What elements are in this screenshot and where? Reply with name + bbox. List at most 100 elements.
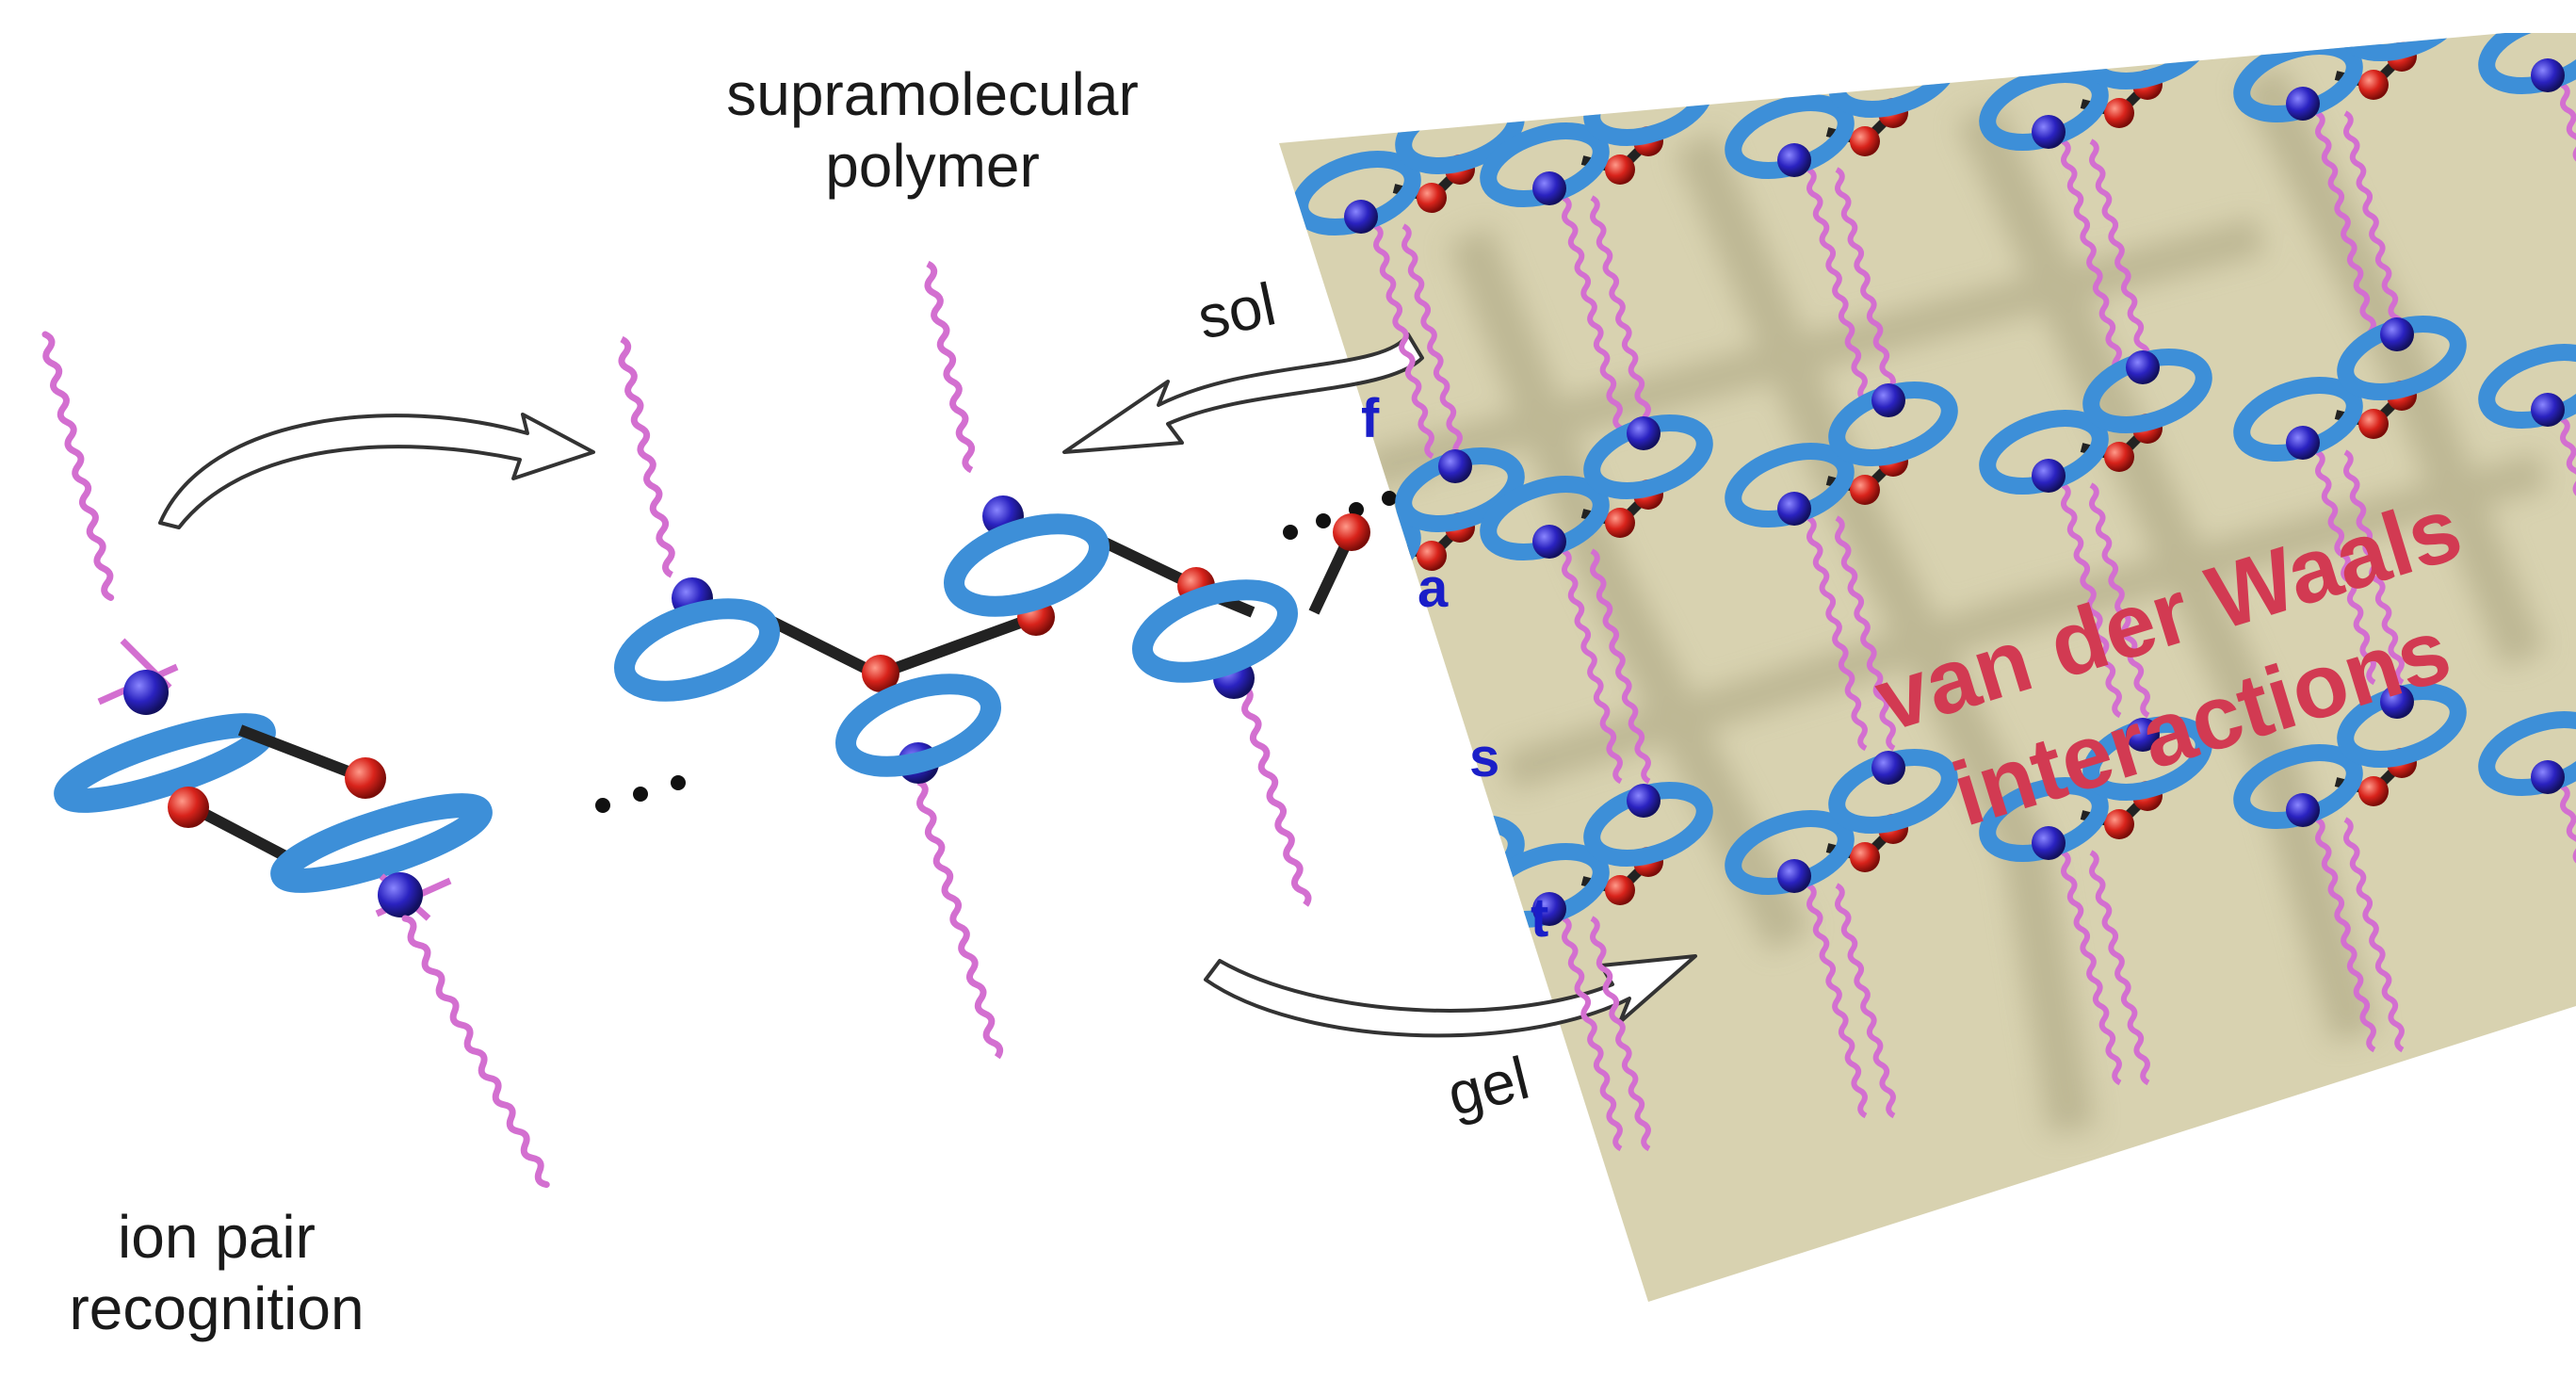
cation-ball: [1871, 751, 1905, 785]
alkyl-chain: [916, 778, 1004, 1060]
fast-letter-s: s: [1469, 727, 1500, 788]
anion-ball: [1850, 475, 1880, 505]
fast-letter-f: f: [1361, 388, 1380, 449]
alkyl-chain: [1401, 223, 1463, 460]
label-line-ion-pair: ion pair: [118, 1203, 316, 1271]
anion-ball: [1850, 842, 1880, 872]
cation-ball: [1627, 784, 1661, 818]
cation-ball: [2032, 459, 2066, 493]
anion-ball: [2104, 98, 2134, 128]
macrocycle-ring: [270, 793, 493, 893]
anion-ball: [2358, 409, 2389, 439]
cation-ball: [1344, 558, 1378, 592]
cation-ball: [2531, 58, 2565, 92]
gel-plate-shadows: [1360, 64, 2549, 1135]
alkyl-chain: [1806, 167, 1868, 403]
supramolecular-polymer-chain: [595, 260, 1397, 1060]
anion-ball: [1417, 541, 1447, 571]
cation-ball: [1438, 449, 1472, 483]
cation-ball: [2380, 685, 2414, 719]
anion-ball: [1417, 183, 1447, 213]
alkyl-chain: [2089, 482, 2150, 719]
ion-pair-recognition-label: ion pair recognition: [19, 1201, 414, 1344]
anion-ball: [1605, 508, 1635, 538]
alkyl-chain: [2343, 817, 2405, 1053]
cation-ball: [1871, 383, 1905, 417]
alkyl-chain: [1590, 195, 1651, 431]
cation-ball: [1627, 416, 1661, 450]
alkyl-chain: [618, 335, 675, 578]
cation-ball: [1438, 91, 1472, 125]
linker: [237, 724, 365, 783]
alkyl-chain: [2343, 449, 2405, 686]
ellipsis-dot: [671, 775, 686, 790]
anion-ball: [2104, 442, 2134, 472]
cation-ball: [1438, 817, 1472, 851]
macrocycle-ring: [944, 513, 1110, 617]
linker: [1428, 891, 1464, 927]
alkyl-chain: [2560, 784, 2576, 1020]
alkyl-chain: [2061, 482, 2122, 719]
alkyl-chain: [1806, 883, 1868, 1119]
alkyl-chain: [1835, 883, 1896, 1119]
cation-ball: [1344, 200, 1378, 234]
cation-ball: [1532, 525, 1566, 559]
alkyl-chain: [2089, 850, 2150, 1086]
cation-ball: [1777, 143, 1811, 177]
assembly-arrow: [158, 413, 595, 529]
cation-ball: [2380, 317, 2414, 351]
macrocycle-ring: [54, 713, 276, 813]
anion-ball: [1605, 154, 1635, 185]
ellipsis-dot: [595, 798, 610, 813]
linker: [760, 611, 879, 679]
ion-pair-dimer: [41, 331, 550, 1189]
alkyl-chain: [41, 331, 115, 601]
macrocycle-ring: [835, 674, 1001, 777]
anion-ball: [1333, 513, 1370, 551]
alkyl-chain: [924, 260, 976, 474]
label-line-recognition: recognition: [69, 1274, 365, 1342]
cation-ball: [1871, 35, 1905, 69]
anion-ball: [1417, 908, 1447, 938]
cation-ball: [1532, 892, 1566, 926]
cation-ball: [2286, 426, 2320, 460]
macrocycle-ring: [614, 598, 780, 702]
alkyl-chain: [1562, 548, 1623, 785]
anion-ball: [2358, 70, 2389, 100]
anion-ball: [1605, 875, 1635, 905]
alkyl-chain: [2560, 82, 2576, 318]
cation-ball: [1627, 63, 1661, 97]
alkyl-chain: [2560, 416, 2576, 653]
ellipsis-dot: [633, 787, 648, 802]
cation-ball: [2126, 718, 2160, 752]
anion-ball: [345, 757, 386, 799]
alkyl-chain: [2089, 138, 2150, 375]
cation-ball: [1532, 171, 1566, 205]
alkyl-chain: [1562, 916, 1623, 1152]
cation-ball: [2032, 115, 2066, 149]
cation-ball: [2126, 33, 2160, 41]
alkyl-chain: [2315, 449, 2376, 686]
alkyl-chain: [1562, 195, 1623, 431]
cation-ball: [2380, 0, 2414, 12]
sol-arrow: [1062, 333, 1424, 454]
cation-ball: [2286, 793, 2320, 827]
fast-letter-a: a: [1418, 558, 1449, 619]
cation-ball: [2032, 826, 2066, 860]
alkyl-chain: [1835, 167, 1896, 403]
cation-ball: [378, 872, 423, 917]
cation-ball: [2286, 87, 2320, 121]
alkyl-chain: [1590, 916, 1651, 1152]
alkyl-chain: [401, 915, 550, 1189]
linker: [878, 611, 1039, 679]
macrocycle-ring: [1395, 815, 1525, 900]
cation-ball: [2531, 393, 2565, 427]
ellipsis-dot: [1382, 491, 1397, 506]
gel-arrow: [1204, 954, 1697, 1038]
alkyl-chain: [1241, 684, 1312, 907]
alkyl-chain: [2343, 110, 2405, 347]
anion-ball: [2104, 809, 2134, 839]
anion-ball: [862, 655, 899, 692]
ellipsis-dot: [1316, 513, 1331, 528]
